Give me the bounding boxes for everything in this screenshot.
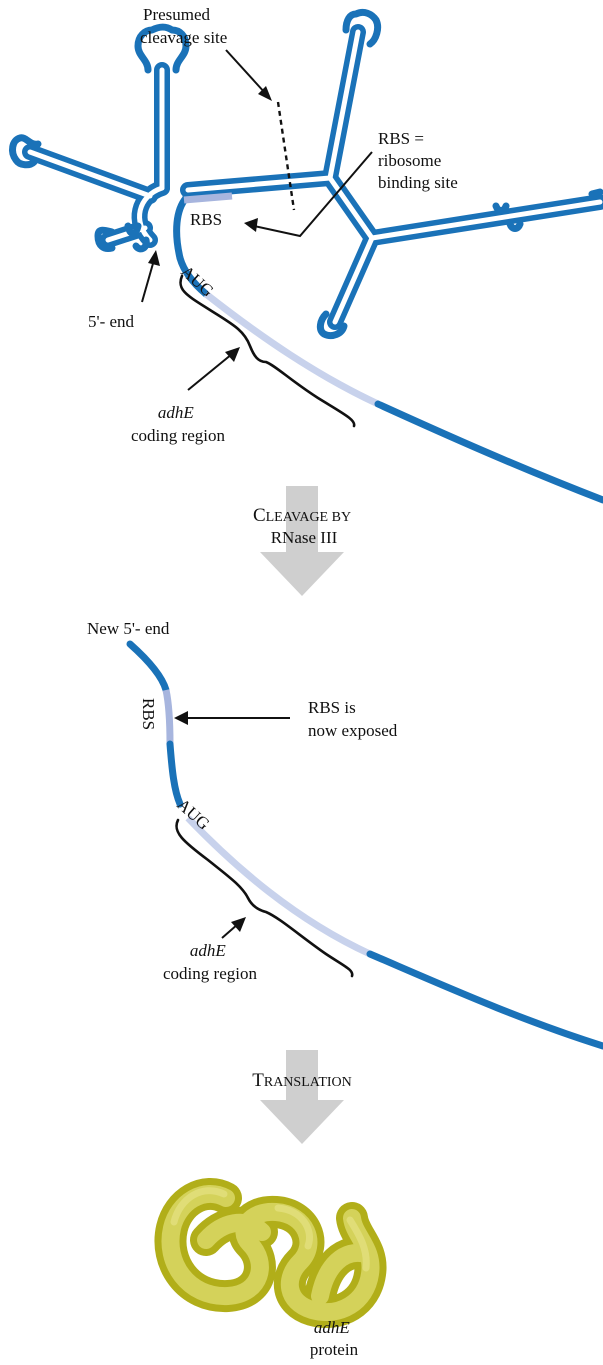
rbs-label-vertical: RBS bbox=[139, 698, 158, 730]
mrna-strand-to-aug bbox=[166, 740, 184, 808]
mrna-strand-aug bbox=[176, 254, 210, 298]
rbs-exposed-line1: RBS is bbox=[308, 698, 356, 717]
gene-name-label: adhE bbox=[158, 403, 195, 422]
translation-step-arrow: TRANSLATION bbox=[252, 1050, 352, 1144]
new-five-prime-end-label: New 5'- end bbox=[87, 619, 170, 638]
coding-region-text: coding region bbox=[131, 426, 225, 445]
adhe-protein-icon bbox=[154, 1178, 387, 1329]
rbs-definition-line2: ribosome bbox=[378, 151, 441, 170]
cleavage-site-label: Presumed cleavage site bbox=[140, 5, 227, 47]
translation-step-label: TRANSLATION bbox=[252, 1070, 352, 1091]
pointer-arrows-panel-2 bbox=[174, 711, 290, 939]
translation-step-initial: T bbox=[252, 1070, 264, 1091]
rbs-definition-label: RBS = ribosome binding site bbox=[378, 129, 458, 192]
adhe-coding-region-2 bbox=[185, 815, 372, 958]
folded-mrna-structure bbox=[9, 8, 603, 504]
coding-region-brace-2 bbox=[175, 818, 354, 978]
adhe-coding-region bbox=[203, 291, 380, 408]
five-prime-end-label: 5'- end bbox=[88, 312, 135, 331]
rbs-region bbox=[183, 192, 233, 204]
mrna-3prime-tail-2 bbox=[366, 950, 603, 1050]
protein-text: protein bbox=[310, 1340, 359, 1359]
cleavage-step-rest: LEAVAGE BY bbox=[266, 510, 351, 525]
cleavage-step-label: CLEAVAGE BY bbox=[253, 505, 351, 526]
exposed-rbs-region bbox=[162, 689, 174, 745]
pointer-arrows-panel-1 bbox=[141, 49, 373, 391]
coding-region-brace bbox=[179, 274, 356, 428]
stem-loop-network bbox=[22, 24, 603, 330]
rnase-iii-label: RNase III bbox=[271, 528, 338, 547]
cleavage-site-label-line1: Presumed bbox=[143, 5, 211, 24]
cleavage-site-label-line2: cleavage site bbox=[140, 28, 227, 47]
cleavage-step-initial: C bbox=[253, 505, 266, 526]
mrna-strand bbox=[173, 194, 190, 262]
cleavage-site-marker bbox=[276, 101, 296, 211]
hairpin-loops bbox=[9, 8, 603, 340]
cleavage-step-arrow: CLEAVAGE BY RNase III bbox=[253, 486, 351, 596]
coding-region-label-2: adhE coding region bbox=[163, 941, 257, 983]
new-5prime-strand bbox=[126, 640, 170, 694]
coding-region-label: adhE coding region bbox=[131, 403, 225, 445]
protein-gene-name: adhE bbox=[314, 1318, 351, 1337]
cleaved-mrna bbox=[126, 640, 603, 1050]
rbs-definition-line1: RBS = bbox=[378, 129, 424, 148]
rbs-definition-line3: binding site bbox=[378, 173, 458, 192]
rbs-exposed-label: RBS is now exposed bbox=[308, 698, 398, 740]
mrna-3prime-tail bbox=[374, 400, 603, 504]
coding-region-text-2: coding region bbox=[163, 964, 257, 983]
rbs-exposed-line2: now exposed bbox=[308, 721, 398, 740]
gene-name-label-2: adhE bbox=[190, 941, 227, 960]
rbs-label: RBS bbox=[190, 210, 222, 229]
protein-label: adhE protein bbox=[310, 1318, 359, 1359]
translation-step-rest: RANSLATION bbox=[264, 1075, 352, 1090]
